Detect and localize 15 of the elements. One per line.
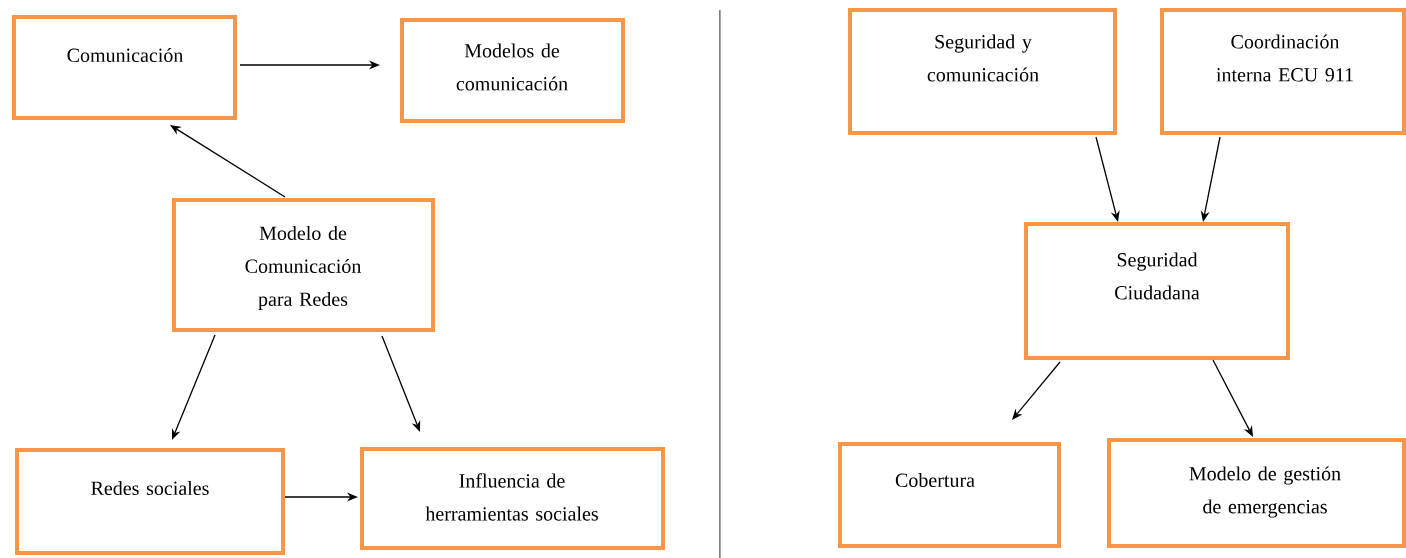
text-box: Seguridad Ciudadana [1024,222,1290,360]
arrow [1012,361,1061,420]
arrow [1212,359,1253,437]
text-box: Coordinación interna ECU 911 [1160,8,1406,135]
text-box: Modelos de comunicación [400,18,625,123]
text-box: Influencia de herramientas sociales [360,447,665,550]
text-box: Redes sociales [15,448,285,555]
text-box: Modelo de Comunicación para Redes [172,198,435,332]
text-box: Comunicación [12,15,237,120]
text-box: Modelo de gestión de emergencias [1107,438,1406,548]
text-box: Cobertura [838,442,1061,548]
arrow [172,334,216,440]
arrow [170,125,286,198]
text-box: Seguridad y comunicación [848,8,1117,135]
arrow [381,335,421,432]
